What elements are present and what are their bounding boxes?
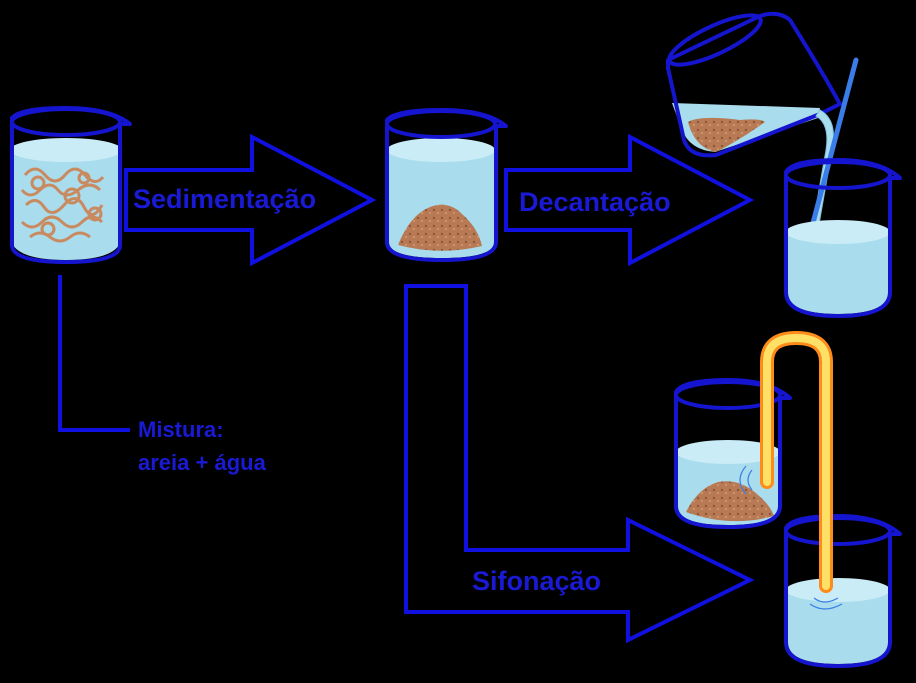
beaker-decanted [784,158,902,318]
ripples [739,465,843,610]
label-connector [58,275,130,432]
arrow-decantation: Decantação [504,133,755,267]
beaker-tilted [666,11,842,158]
siphon-tube [760,330,833,593]
label-mixture-line2: areia + água [138,450,267,475]
sand-in-tilted [688,117,765,152]
beaker-mixture [10,106,132,264]
beaker-siphon-target [784,514,902,668]
label-siphoning: Sifonação [472,566,601,596]
label-decantation: Decantação [519,187,671,217]
arrow-siphoning: Sifonação [404,284,755,644]
sand-sediment [398,204,482,251]
arrow-sedimentation: Sedimentação [124,133,377,267]
label-mixture-line1: Mistura: [138,417,224,442]
beaker-settled [385,108,508,262]
sand-particles [20,167,105,243]
beaker-siphon-source [674,378,792,529]
glass-rod [805,57,859,245]
sand-sediment-siphon [686,481,774,522]
label-sedimentation: Sedimentação [133,184,316,214]
